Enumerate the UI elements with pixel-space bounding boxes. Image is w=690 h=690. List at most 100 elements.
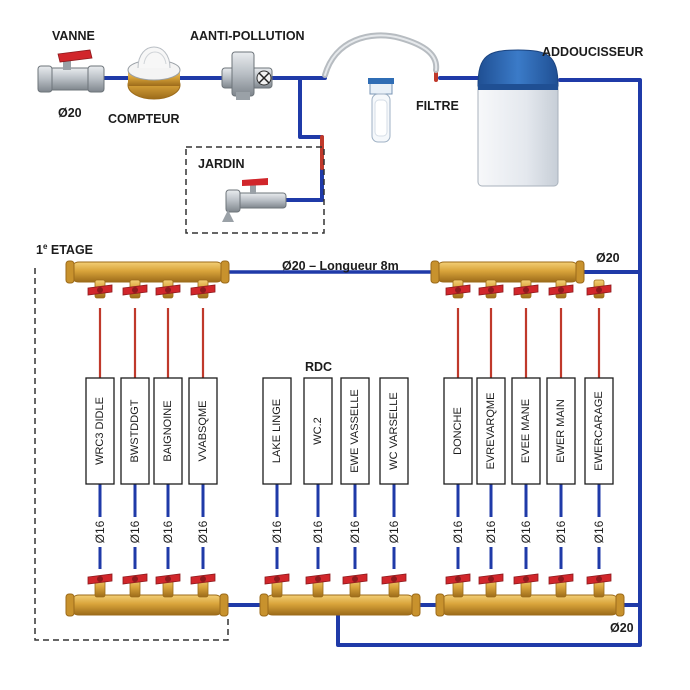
- fixture-label: EWERCARAGE: [593, 391, 605, 470]
- jardin-zone: [185, 146, 325, 234]
- compteur-label: COMPTEUR: [108, 112, 180, 126]
- circuit-etage-2: BWSTDDGT Ø16: [120, 308, 150, 569]
- anti-pollution-valve: [221, 51, 273, 100]
- circuit-right-5: EWERCARAGE Ø16: [584, 308, 614, 569]
- valve-top-right-5[interactable]: [586, 279, 612, 299]
- branch-diameter-label: Ø16: [592, 520, 606, 543]
- valve-bottom-right-3[interactable]: [513, 573, 539, 598]
- branch-diameter-label: Ø16: [128, 520, 142, 543]
- jardin-tap: [222, 178, 287, 222]
- pipe-bottom-loop: [336, 603, 642, 647]
- fixture-box: [85, 377, 115, 485]
- label-backing: [128, 517, 142, 547]
- fixture-label: LAKE LINGE: [271, 399, 283, 463]
- fixture-box: [443, 377, 473, 485]
- branch-diameter-label: Ø16: [348, 520, 362, 543]
- fixture-label: EWER MAIN: [555, 399, 567, 463]
- valve-top-etage-4[interactable]: [190, 279, 216, 299]
- branch-diameter-label: Ø16: [270, 520, 284, 543]
- etage-bottom-manifold: [65, 593, 229, 617]
- filtre-label: FILTRE: [416, 99, 459, 113]
- main-pipe-label: Ø20 – Longueur 8m: [282, 259, 399, 273]
- fixture-box: [188, 377, 218, 485]
- jardin-label: JARDIN: [198, 157, 245, 171]
- fixture-label: BAIGNOINE: [162, 400, 174, 461]
- branch-diameter-label: Ø16: [484, 520, 498, 543]
- anti-pollution-label: AANTI-POLLUTION: [190, 29, 305, 43]
- valve-bottom-rdc-4[interactable]: [381, 573, 407, 598]
- valve-bottom-rdc-2[interactable]: [305, 573, 331, 598]
- label-backing: [519, 517, 533, 547]
- pipe-jardin-return: [280, 166, 324, 202]
- branch-diameter-label: Ø16: [387, 520, 401, 543]
- label-backing: [93, 517, 107, 547]
- valve-bottom-right-5[interactable]: [586, 573, 612, 598]
- fixture-label: BWSTDDGT: [129, 399, 141, 462]
- branch-diameter-label: Ø16: [311, 520, 325, 543]
- label-backing: [348, 517, 362, 547]
- valve-bottom-right-2[interactable]: [478, 573, 504, 598]
- valve-top-etage-3[interactable]: [155, 279, 181, 299]
- fixture-label: DONCHE: [452, 407, 464, 455]
- manifolds: [65, 260, 625, 617]
- fixture-label: EWE VASSELLE: [349, 389, 361, 473]
- right-diameter-label: Ø20: [596, 251, 620, 265]
- fixture-box: [303, 377, 333, 485]
- valve-bottom-right-4[interactable]: [548, 573, 574, 598]
- fixture-label: WRC3 DIDLE: [94, 397, 106, 465]
- main-pipes: [98, 76, 642, 647]
- circuit-etage-1: WRC3 DIDLE Ø16: [85, 308, 115, 569]
- fixture-box: [511, 377, 541, 485]
- fixture-box: [120, 377, 150, 485]
- fixture-box: [340, 377, 370, 485]
- valve-top-right-4[interactable]: [548, 279, 574, 299]
- compteur-meter: [127, 46, 181, 100]
- valve-bottom-etage-2[interactable]: [122, 573, 148, 598]
- branch-diameter-label: Ø16: [196, 520, 210, 543]
- valve-bottom-right-1[interactable]: [445, 573, 471, 598]
- fixture-box: [476, 377, 506, 485]
- valve-bottom-etage-3[interactable]: [155, 573, 181, 598]
- adoucisseur-label: ADDOUCISSEUR: [542, 45, 643, 59]
- label-backing: [387, 517, 401, 547]
- valve-bottom-etage-4[interactable]: [190, 573, 216, 598]
- valve-top-right-1[interactable]: [445, 279, 471, 299]
- branch-diameter-label: Ø16: [161, 520, 175, 543]
- label-backing: [592, 517, 606, 547]
- label-backing: [311, 517, 325, 547]
- bottom-diameter-label: Ø20: [610, 621, 634, 635]
- etage-label: 1e ETAGE: [36, 242, 93, 257]
- fixture-box: [584, 377, 614, 485]
- pipe-jardin-branch: [298, 76, 324, 139]
- fixture-label: WC VARSELLE: [388, 392, 400, 469]
- label-backing: [270, 517, 284, 547]
- etage-top-manifold: [65, 260, 230, 284]
- valve-bottom-rdc-1[interactable]: [264, 573, 290, 598]
- fixture-label: EVEE MANE: [520, 399, 532, 463]
- valve-top-etage-2[interactable]: [122, 279, 148, 299]
- branch-diameter-label: Ø16: [93, 520, 107, 543]
- label-backing: [161, 517, 175, 547]
- valve-top-etage-1[interactable]: [87, 279, 113, 299]
- valve-top-right-2[interactable]: [478, 279, 504, 299]
- rdc-bottom-manifold: [259, 593, 421, 617]
- circuit-rdc-1: LAKE LINGE Ø16: [262, 377, 292, 569]
- vanne-diameter-label: Ø20: [58, 106, 82, 120]
- right-top-manifold: [430, 260, 585, 284]
- fixture-label: EVREVARQME: [485, 393, 497, 470]
- branch-diameter-label: Ø16: [554, 520, 568, 543]
- vanne-valve: [37, 49, 105, 93]
- pipe-softener-right: [558, 78, 642, 607]
- valve-top-right-3[interactable]: [513, 279, 539, 299]
- label-backing: [196, 517, 210, 547]
- circuit-rdc-4: WC VARSELLE Ø16: [379, 377, 409, 569]
- valve-bottom-rdc-3[interactable]: [342, 573, 368, 598]
- circuit-right-2: EVREVARQME Ø16: [476, 308, 506, 569]
- circuit-right-4: EWER MAIN Ø16: [546, 308, 576, 569]
- fixture-box: [153, 377, 183, 485]
- valve-bottom-etage-1[interactable]: [87, 573, 113, 598]
